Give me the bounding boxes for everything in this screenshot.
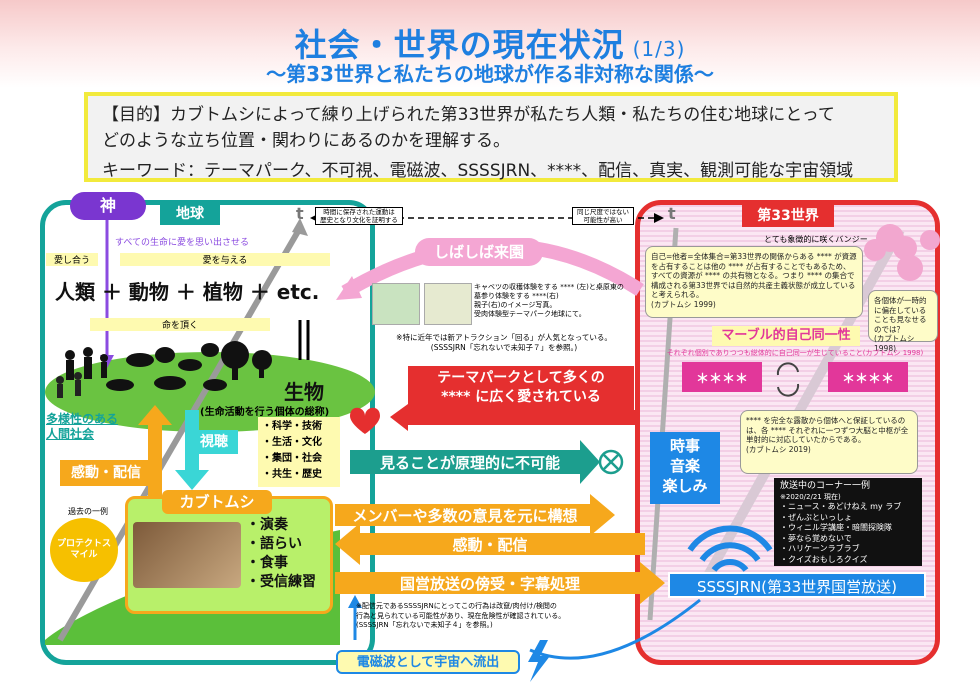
mutual-love-label: 愛し合う [46, 253, 98, 266]
corner-item: ・ぜんぶといっしょ [780, 512, 852, 522]
time-axis-left-head [292, 218, 308, 236]
corner-item: ・ニュース・あどけねえ my ラブ [780, 502, 902, 511]
stars-right: ＊＊＊＊ [841, 372, 894, 387]
privacy-bubble: **** を完全な露散から個体へと保証しているのは、各 **** それぞれに一つ… [740, 410, 918, 474]
invisible-arrow [350, 440, 600, 484]
compose-arrow [335, 494, 615, 536]
title-fraction: (1/3) [632, 37, 686, 61]
activity-item: ・演奏 [246, 517, 288, 533]
stars-box-right [828, 362, 908, 392]
heart-icon [350, 407, 380, 434]
stars-box-left [682, 362, 762, 392]
emotion-arrow [335, 523, 645, 565]
compose-label: メンバーや多数の意見を元に構想 [352, 506, 578, 525]
broadcast-arrow [335, 562, 665, 604]
receive-life-label: 命を頂く [90, 318, 270, 331]
watch-label: 視聴 [190, 430, 238, 454]
topics-box: ・科学・技術 ・生活・文化 ・集団・社会 ・共生・歴史 [258, 417, 340, 487]
kabuto-activities: ・演奏 ・語らい ・食事 ・受信練習 [246, 516, 316, 592]
invisible-label: 見ることが原理的に不可能 [379, 453, 560, 472]
marble-label: マーブル的自己同一性 [712, 326, 860, 346]
corner-list-box: 放送中のコーナー一例 ※2020/2/21 現在) ・ニュース・あどけねえ my… [774, 478, 922, 566]
earth-label: 地球 [160, 203, 220, 225]
activity-item: ・語らい [246, 536, 302, 552]
band-photo [133, 522, 241, 588]
theme-park-arrow [390, 404, 640, 431]
people-silhouettes [56, 372, 82, 398]
earth-ground [45, 352, 375, 432]
emotion-deliver-mid: 感動・配信 [452, 535, 528, 554]
past-example: 過去の一例 [68, 507, 108, 516]
keywords-line: キーワード：テーマパーク、不可視、電磁波、SSSSJRN、****、配信、真実、… [102, 161, 854, 181]
stars-left: ＊＊＊＊ [695, 372, 748, 387]
individual-bubble: 各個体が一時的に偏在していることも見なせるのでは？ (カブトムシ 1998) [868, 290, 938, 353]
theme-park-box: テーマパークとして多くの **** に広く愛されている [408, 366, 634, 410]
topic-item: ・集団・社会 [262, 453, 322, 464]
broadcast-wave-icon [687, 525, 773, 572]
corner-item: ・ウィニル学講座・暗闇探険隊 [780, 523, 892, 532]
broadcast-note: ※配信元であるSSSSJRNにとってこの行為は改竄/肉付け/検閲の 行為と見られ… [356, 602, 566, 629]
purpose-line-2: どのような立ち位置・関わりにあるのかを理解する。 [102, 131, 510, 151]
em-wave-label: 電磁波として宇宙へ流出 [336, 650, 520, 674]
activity-item: ・食事 [246, 555, 288, 571]
emotion-deliver-left: 感動・配信 [60, 460, 152, 486]
love-text: すべての生命に愛を思い出させる [115, 238, 250, 248]
time-axis-right-label: t [668, 204, 676, 223]
diverse-society: 多様性のある 人間社会 [46, 412, 119, 441]
corner-item: ・クイズおもしろクイズ [780, 554, 868, 564]
self-other-bubble: 自己=他者=全体集合=第33世界の関係からある **** が資源を占有することは… [645, 246, 863, 318]
topic-item: ・生活・文化 [262, 437, 322, 448]
time-note-right: 同じ尺度ではない 可能性が高い [572, 207, 634, 225]
corner-date: ※2020/2/21 現在) [780, 492, 841, 501]
page-title: 社会・世界の現在状況(1/3) [294, 26, 686, 64]
time-axis-left-label: t [296, 204, 304, 223]
kabuto-up-arrow [138, 405, 172, 505]
page-subtitle: 〜第33世界と私たちの地球が作る非対称な関係〜 [266, 62, 714, 86]
purpose-line-1: 【目的】カブトムシによって練り上げられた第33世界が私たち人類・私たちの住む地球… [102, 105, 835, 125]
grave-photo [424, 283, 472, 325]
beings-line: 人類 ＋ 動物 ＋ 植物 ＋ etc. [55, 280, 320, 304]
give-love-label: 愛を与える [120, 253, 330, 266]
time-note-left: 時間に保存された運動は 歴史となり文化を証明する [315, 207, 403, 225]
marble-note: それぞれ個別でありつつも総体的に自己同一が生じていること(カブトムシ 1998) [666, 349, 924, 357]
attraction-note: ※特に近年では新アトラクション「回る」が人気となっている。 (SSSSJRN「忘… [396, 333, 612, 352]
organism-desc: (生命活動を行う個体の総称) [200, 407, 330, 418]
earth-panel [40, 200, 375, 665]
cycle-arrows-icon [776, 362, 800, 397]
visit-pill: しばしば来園 [415, 238, 543, 266]
current-events-box: 時事 音楽 楽しみ [650, 432, 720, 504]
purpose-box: 【目的】カブトムシによって練り上げられた第33世界が私たち人類・私たちの住む地球… [84, 92, 898, 182]
em-curve [529, 598, 701, 660]
topic-item: ・科学・技術 [262, 421, 322, 432]
corner-item: ・夢なら覚めないで [780, 533, 852, 543]
world33-label: 第33世界 [742, 205, 834, 227]
kabuto-label: カブトムシ [162, 490, 272, 514]
bansie-caption: とても象徴的に咲くバンジー [764, 235, 868, 244]
past-badge: プロテクトスマイル [50, 518, 118, 582]
topic-item: ・共生・歴史 [262, 469, 322, 480]
cabbage-note: キャベツの収穫体験をする **** (左)と桌原東の墓参り体験をする ****(… [474, 283, 624, 318]
god-badge: 神 [70, 192, 146, 220]
lightning-icon [528, 640, 550, 682]
creature-silhouettes [65, 341, 272, 391]
title-band [0, 0, 980, 88]
corner-title: 放送中のコーナー一例 [780, 481, 871, 491]
organism-label: 生物 [284, 380, 324, 404]
activity-item: ・受信練習 [246, 574, 316, 590]
cabbage-photo [372, 283, 420, 325]
pink-trees [864, 224, 940, 281]
ssssjrn-box: SSSSJRN(第33世界国営放送) [668, 572, 926, 598]
broadcast-label: 国営放送の傍受・字幕処理 [399, 574, 580, 593]
corner-item: ・ハリケーンラブラブ [780, 544, 860, 553]
